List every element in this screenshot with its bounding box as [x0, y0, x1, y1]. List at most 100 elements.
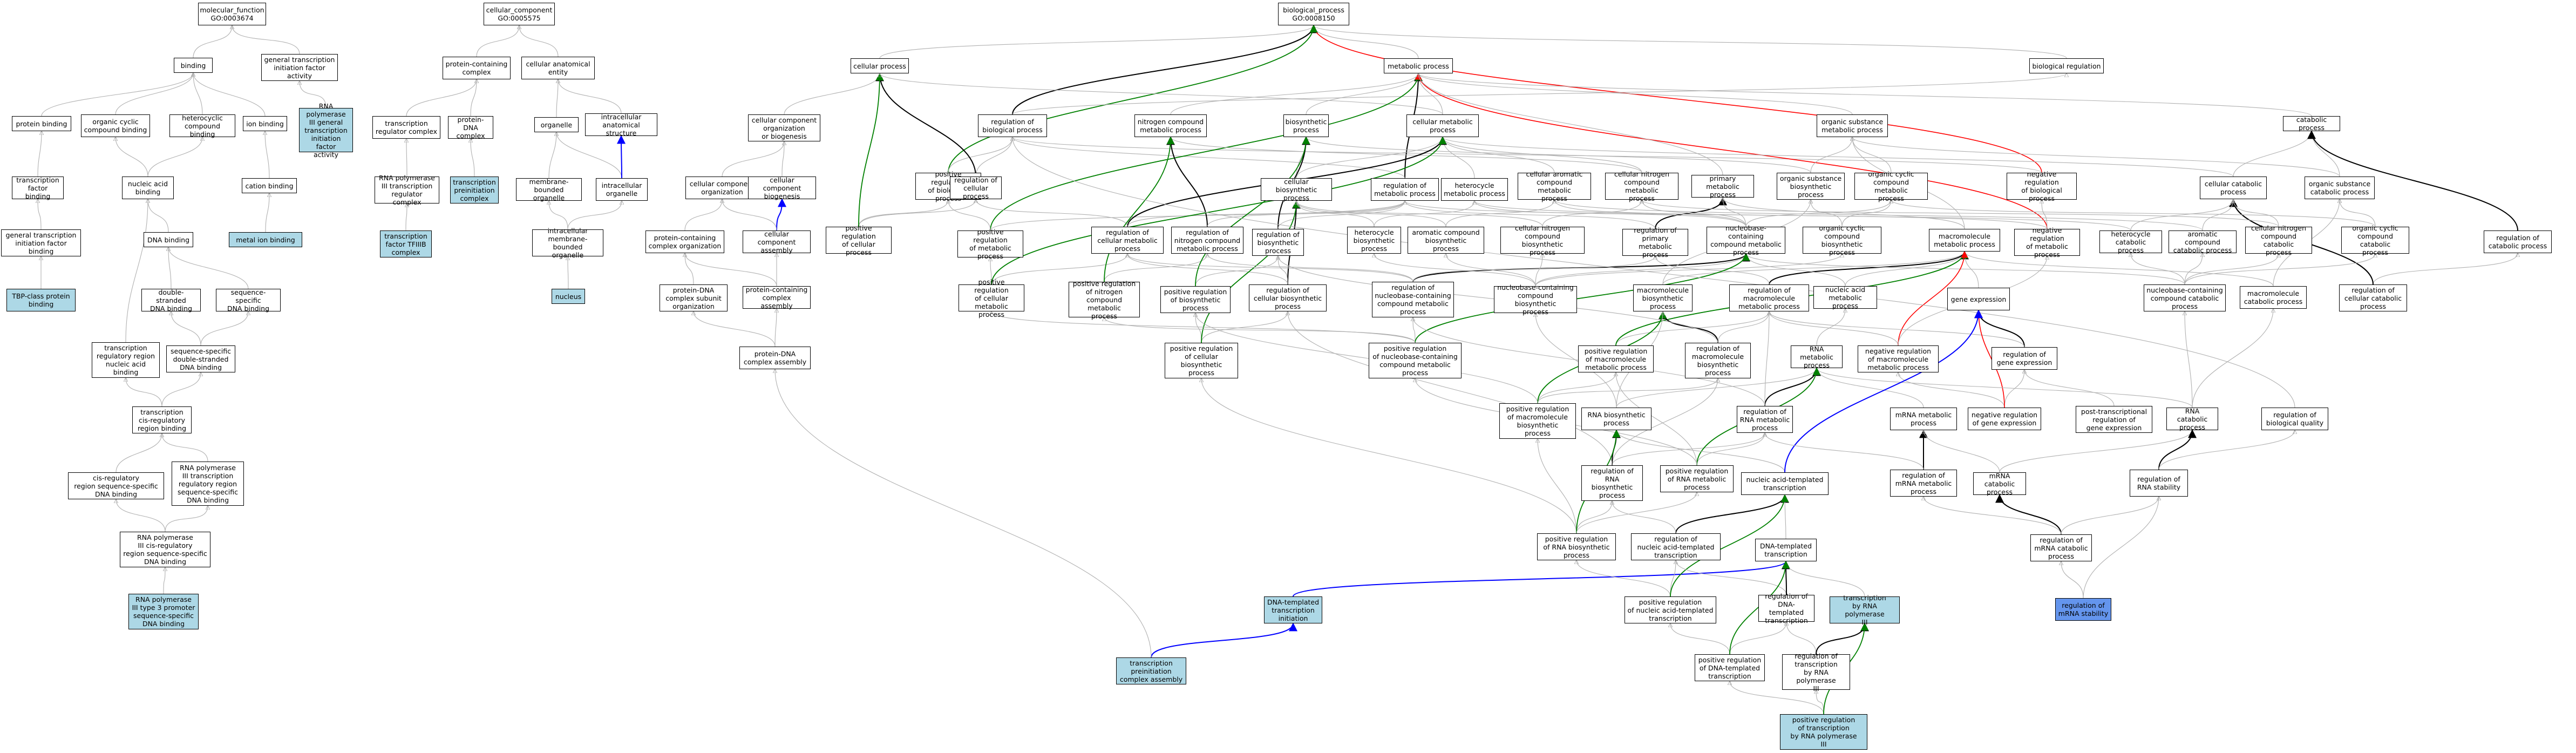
go-term-cellcat[interactable]: cellular catabolic process — [2200, 177, 2267, 199]
go-term-posregnatemtr[interactable]: positive regulation of nucleic acid-temp… — [1625, 596, 1716, 623]
go-term-hetbio[interactable]: heterocycle biosynthetic process — [1347, 227, 1401, 254]
go-term-nbcmp[interactable]: nucleobase-containing compound metabolic… — [1707, 224, 1785, 256]
go-term-regncmp[interactable]: regulation of nitrogen compound metaboli… — [1171, 227, 1243, 254]
go-term-protdnacomplex[interactable]: protein-DNA complex — [448, 116, 493, 140]
go-term-geneexp[interactable]: gene expression — [1947, 288, 2010, 310]
go-term-posregdnatemtr[interactable]: positive regulation of DNA-templated tra… — [1695, 654, 1765, 681]
go-term-dnabind[interactable]: DNA binding — [144, 232, 193, 247]
go-term-regcellmet[interactable]: regulation of cellular metabolic process — [1091, 227, 1164, 254]
go-term-hetcyc[interactable]: heterocyclic compound binding — [169, 114, 235, 138]
go-term-posregcellmet[interactable]: positive regulation of cellular metaboli… — [959, 278, 1024, 318]
go-term-ptregge[interactable]: post-transcriptional regulation of gene … — [2076, 406, 2152, 433]
go-term-intrmemborg[interactable]: intracellular membrane-bounded organelle — [532, 227, 603, 259]
go-term-rnabio[interactable]: RNA biosynthetic process — [1581, 408, 1651, 430]
go-term-posregrnamet[interactable]: positive regulation of RNA metabolic pro… — [1660, 465, 1734, 492]
go-term-posregmet[interactable]: positive regulation of metabolic process — [957, 228, 1023, 260]
go-term-regbio[interactable]: regulation of biological process — [978, 114, 1047, 137]
go-term-binding[interactable]: binding — [174, 58, 213, 73]
go-term-tf3b[interactable]: transcription factor TFIIIB complex — [380, 230, 432, 257]
go-term-posregnbcmp[interactable]: positive regulation of nucleobase-contai… — [1369, 343, 1462, 378]
go-term-cae[interactable]: cellular anatomical entity — [521, 57, 595, 79]
go-term-regnatemtr[interactable]: regulation of nucleic acid-templated tra… — [1631, 533, 1721, 560]
go-term-cellproc[interactable]: cellular process — [851, 58, 909, 73]
go-term-dsdna[interactable]: double-stranded DNA binding — [141, 288, 201, 313]
go-term-ccassembly[interactable]: cellular component assembly — [743, 230, 811, 254]
go-term-protcomplex[interactable]: protein-containing complex — [443, 57, 511, 79]
go-term-reggeneexp[interactable]: regulation of gene expression — [1992, 347, 2057, 370]
go-term-pdnacsub[interactable]: protein-DNA complex subunit organization — [660, 284, 728, 311]
go-term-trregion[interactable]: transcription regulatory region nucleic … — [92, 342, 160, 378]
go-term-cellnitbio[interactable]: cellular nitrogen compound biosynthetic … — [1500, 224, 1585, 256]
go-term-regcellbiosyn[interactable]: regulation of cellular biosynthetic proc… — [1249, 284, 1327, 311]
go-term-posregcell[interactable]: positive regulation of cellular process — [826, 224, 892, 256]
go-term-regmacrobio[interactable]: regulation of macromolecule biosynthetic… — [1685, 343, 1751, 378]
go-term-rnap3trreg[interactable]: RNA polymerase III transcription regulat… — [172, 462, 244, 506]
go-term-regmrnacat[interactable]: regulation of mRNA catabolic process — [2030, 534, 2092, 561]
go-term-regtrrnap3[interactable]: regulation of transcription by RNA polym… — [1782, 652, 1850, 693]
go-term-cco[interactable]: cellular component organization — [685, 177, 759, 199]
go-term-rnap3gtifa[interactable]: RNA polymerase III general transcription… — [299, 102, 353, 159]
go-term-gtifbind[interactable]: general transcription initiation factor … — [1, 229, 81, 256]
go-term-regrnastab[interactable]: regulation of RNA stability — [2130, 470, 2188, 497]
go-term-metproc[interactable]: metabolic process — [1384, 58, 1453, 73]
go-term-nbccat[interactable]: nucleobase-containing compound catabolic… — [2144, 284, 2226, 311]
go-term-cellnitcat[interactable]: cellular nitrogen compound catabolic pro… — [2245, 224, 2312, 256]
go-term-memborg[interactable]: membrane-bounded organelle — [516, 178, 582, 202]
go-term-posregcellbio[interactable]: positive regulation of cellular biosynth… — [1165, 343, 1238, 378]
go-term-negregmet[interactable]: negative regulation of metabolic process — [2014, 226, 2080, 259]
go-term-macrocat[interactable]: macromolecule catabolic process — [2240, 286, 2307, 309]
go-term-ncmp[interactable]: nitrogen compound metabolic process — [1134, 114, 1207, 137]
go-term-mrnamet[interactable]: mRNA metabolic process — [1890, 408, 1957, 430]
go-term-intracellas[interactable]: intracellular anatomical structure — [585, 113, 657, 137]
go-term-regmacromet[interactable]: regulation of macromolecule metabolic pr… — [1729, 284, 1809, 311]
go-term-regcellcat[interactable]: regulation of cellular catabolic process — [2339, 284, 2407, 311]
go-term-regnbcmp[interactable]: regulation of nucleobase-containing comp… — [1372, 282, 1454, 317]
go-term-aromet[interactable]: cellular aromatic compound metabolic pro… — [1518, 170, 1591, 202]
go-term-rnacat[interactable]: RNA catabolic process — [2166, 407, 2218, 431]
go-term-nbcbio[interactable]: nucleobase-containing compound biosynthe… — [1494, 283, 1577, 316]
go-term-tpic[interactable]: transcription preinitiation complex — [450, 177, 499, 203]
go-term-metalion[interactable]: metal ion binding — [229, 232, 302, 247]
go-term-dnatemtr[interactable]: DNA-templated transcription — [1755, 539, 1817, 561]
go-term-ssdsdna[interactable]: sequence-specific double-stranded DNA bi… — [166, 345, 235, 372]
go-term-posregtrrnap3[interactable]: positive regulation of transcription by … — [1780, 714, 1867, 750]
go-term-cationbind[interactable]: cation binding — [242, 178, 297, 193]
go-term-introrg[interactable]: intracellular organelle — [596, 178, 648, 201]
go-term-seqspec[interactable]: sequence-specific DNA binding — [216, 288, 281, 313]
go-term-orgcyccat[interactable]: organic cyclic compound catabolic proces… — [2341, 224, 2409, 256]
go-term-bioreg[interactable]: biological regulation — [2029, 58, 2104, 73]
go-term-posregmacromet[interactable]: positive regulation of macromolecule met… — [1578, 345, 1654, 372]
go-term-tfbind[interactable]: transcription factor binding — [12, 176, 64, 200]
go-term-mf[interactable]: molecular_function GO:0003674 — [198, 3, 266, 25]
go-term-pccorg[interactable]: protein-containing complex organization — [645, 230, 724, 253]
go-term-posregrnabio[interactable]: positive regulation of RNA biosynthetic … — [1537, 533, 1616, 560]
go-term-pccassembly[interactable]: protein-containing complex assembly — [743, 286, 811, 310]
go-term-hetmet[interactable]: heterocycle metabolic process — [1441, 178, 1508, 201]
go-term-macromet[interactable]: macromolecule metabolic process — [1929, 229, 2000, 252]
go-term-rnap3trcomplex[interactable]: RNA polymerase III transcription regulat… — [375, 174, 439, 206]
go-term-regcell[interactable]: regulation of cellular process — [950, 176, 1002, 200]
go-term-ccb[interactable]: cellular component biogenesis — [748, 176, 816, 200]
go-term-ccob[interactable]: cellular component organization or bioge… — [748, 114, 820, 141]
go-term-bp[interactable]: biological_process GO:0008150 — [1278, 3, 1349, 25]
go-term-tbp[interactable]: TBP-class protein binding — [6, 289, 76, 311]
go-term-cisregseq[interactable]: cis-regulatory region sequence-specific … — [68, 472, 164, 499]
go-term-tcisreg[interactable]: transcription cis-regulatory region bind… — [132, 406, 192, 433]
go-term-orgsubmet[interactable]: organic substance metabolic process — [1817, 114, 1888, 137]
go-term-rnamet[interactable]: RNA metabolic process — [1791, 345, 1843, 369]
go-term-natemtr[interactable]: nucleic acid-templated transcription — [1741, 472, 1829, 495]
go-term-rnap3cis[interactable]: RNA polymerase III cis-regulatory region… — [120, 532, 210, 567]
go-term-rnap3type3[interactable]: RNA polymerase III type 3 promoter seque… — [128, 594, 199, 629]
go-term-negreggeneexp[interactable]: negative regulation of gene expression — [1968, 408, 2041, 430]
go-term-organelle[interactable]: organelle — [534, 117, 579, 132]
go-term-regbiosyn[interactable]: regulation of biosynthetic process — [1252, 229, 1304, 256]
go-term-regcat[interactable]: regulation of catabolic process — [2484, 230, 2552, 253]
go-term-pdnaassembly[interactable]: protein-DNA complex assembly — [739, 347, 811, 369]
go-term-tpicassembly[interactable]: transcription preinitiation complex asse… — [1116, 657, 1186, 684]
go-term-orgcycbio[interactable]: organic cyclic compound biosynthetic pro… — [1803, 224, 1881, 256]
go-term-posregncmp[interactable]: positive regulation of nitrogen compound… — [1069, 280, 1140, 320]
go-term-regbioqual[interactable]: regulation of biological quality — [2261, 408, 2328, 430]
go-term-negregbio[interactable]: negative regulation of biological proces… — [2007, 170, 2077, 202]
go-term-biosyn[interactable]: biosynthetic process — [1283, 114, 1329, 137]
go-term-regmet[interactable]: regulation of metabolic process — [1371, 178, 1439, 201]
